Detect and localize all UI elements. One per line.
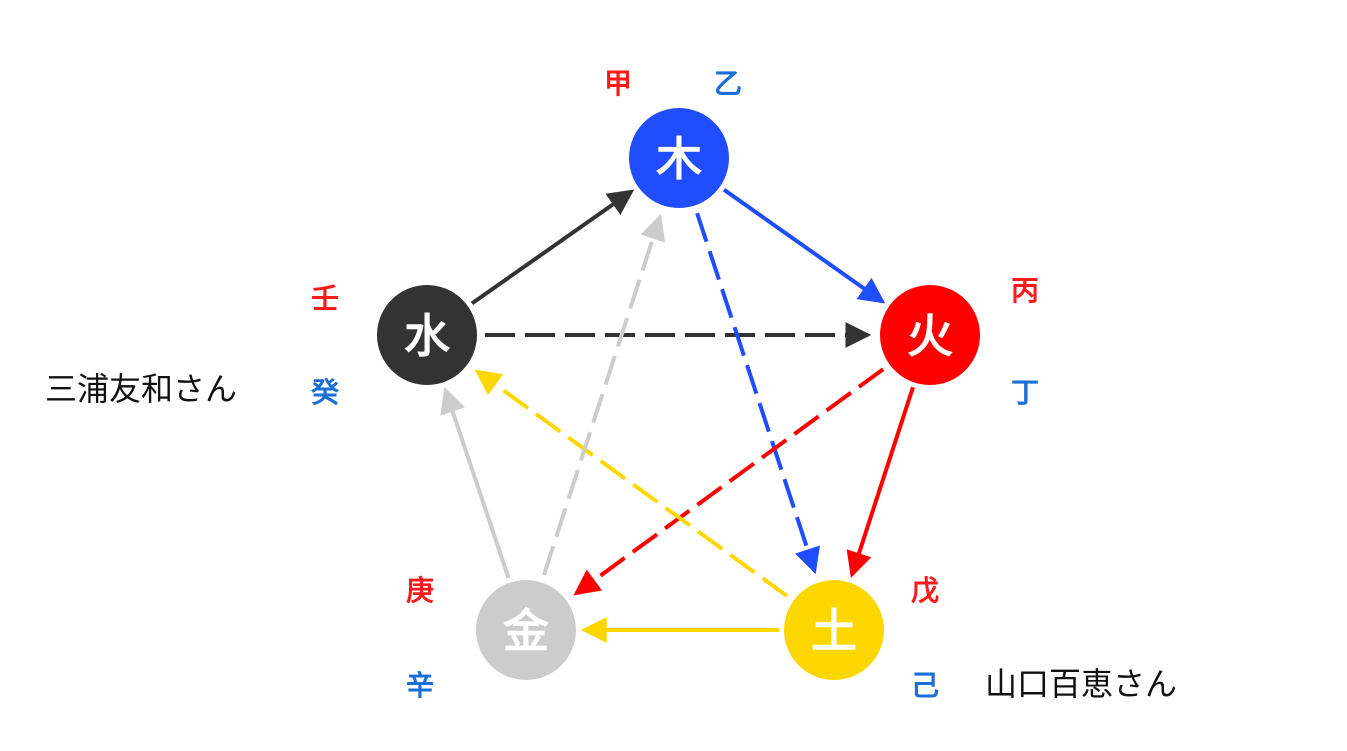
- person-yamaguchi: 山口百恵さん: [985, 665, 1177, 703]
- node-fire: 火: [880, 285, 980, 385]
- node-wood-label: 木: [656, 132, 702, 186]
- stem-xin: 辛: [406, 669, 434, 702]
- stem-gui: 癸: [310, 376, 339, 409]
- stem-yi: 乙: [714, 67, 742, 100]
- stem-ding: 丁: [1011, 376, 1039, 409]
- stem-bing: 丙: [1011, 274, 1039, 307]
- controlling-arrow-metal-to-wood: [541, 213, 666, 576]
- stem-wu: 戊: [911, 574, 939, 607]
- person-miura: 三浦友和さん: [45, 370, 237, 408]
- node-fire-label: 火: [907, 309, 953, 363]
- controlling-arrow-fire-to-metal: [573, 367, 885, 596]
- node-earth-label: 土: [811, 604, 857, 658]
- node-earth: 土: [784, 580, 884, 680]
- generating-arrow-wood-to-fire: [722, 188, 886, 304]
- stem-ji: 己: [911, 669, 939, 702]
- node-metal: 金: [476, 580, 576, 680]
- controlling-arrow-earth-to-water: [474, 369, 789, 598]
- generating-arrow-water-to-wood: [470, 189, 635, 306]
- stem-jia: 甲: [604, 67, 632, 100]
- node-metal-label: 金: [502, 604, 550, 658]
- stem-ren: 壬: [311, 282, 339, 315]
- node-water-label: 水: [404, 309, 451, 363]
- generating-arrow-fire-to-earth: [846, 386, 915, 578]
- node-water: 水: [377, 285, 477, 385]
- generating-arrow-metal-to-water: [440, 386, 511, 579]
- node-wood: 木: [629, 108, 729, 208]
- stem-geng: 庚: [406, 574, 434, 607]
- controlling-arrow-wood-to-earth: [695, 212, 820, 575]
